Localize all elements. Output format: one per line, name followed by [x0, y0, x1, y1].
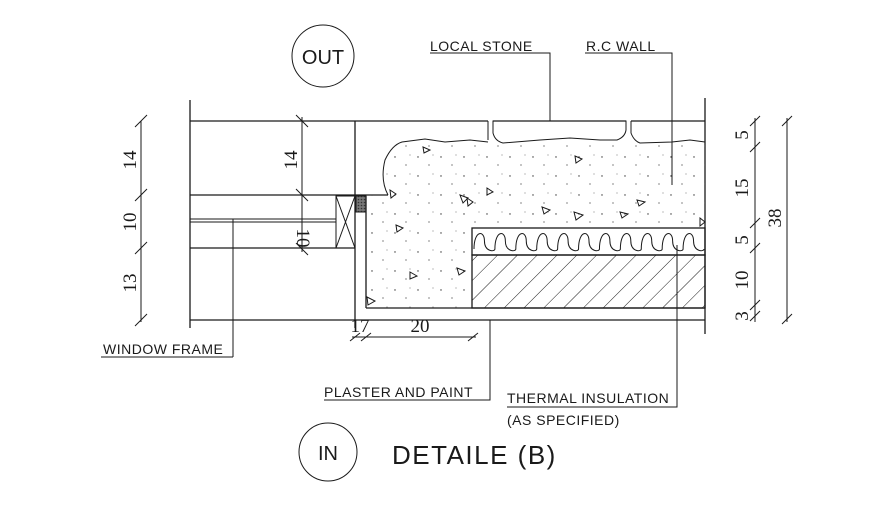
in-tag-circle: [298, 422, 358, 482]
dim-right-5b: 5: [732, 235, 753, 245]
dim-right-10: 10: [732, 271, 753, 290]
dim-bottom-17: 17: [351, 316, 370, 337]
rc-slab-hatch: [471, 254, 706, 309]
as-specified-label: (AS SPECIFIED): [507, 412, 620, 428]
window-frame-label: WINDOW FRAME: [103, 341, 223, 357]
sealant: [355, 195, 367, 213]
window-frame-callout: WINDOW FRAME: [101, 341, 233, 358]
in-tag-text: IN: [318, 443, 338, 465]
in-tag: IN: [298, 422, 358, 482]
thermal-insulation: [471, 227, 706, 256]
dim-right-15: 15: [732, 179, 753, 198]
dim-left-10: 10: [120, 213, 141, 232]
out-tag-circle: [291, 24, 355, 88]
drawing-title: DETAILE (B): [392, 440, 557, 470]
local-stone-callout: LOCAL STONE: [430, 38, 551, 121]
dim-right-38: 38: [765, 209, 786, 228]
aggregate: [366, 146, 706, 306]
right-total-dimension: 38: [765, 115, 793, 325]
bottom-dimension: 17 20: [349, 316, 479, 342]
dim-bottom-20: 20: [411, 316, 430, 337]
local-stone-label: LOCAL STONE: [430, 38, 533, 54]
dim-inner-10: 10: [292, 229, 313, 248]
dim-right-5a: 5: [732, 130, 753, 140]
insulation-callout: THERMAL INSULATION (AS SPECIFIED): [507, 245, 678, 428]
rc-wall-callout: R.C WALL: [585, 38, 673, 185]
plaster-label: PLASTER AND PAINT: [324, 384, 473, 400]
dim-right-3: 3: [732, 311, 753, 321]
local-stone-leader: [430, 52, 551, 121]
dim-left-13: 13: [120, 274, 141, 293]
insulation-label: THERMAL INSULATION: [507, 390, 669, 406]
insulation-wave: [473, 233, 705, 252]
left-outer-dimension: 14 10 13: [120, 114, 148, 327]
dim-left-14: 14: [120, 150, 141, 170]
section-outline: [189, 98, 706, 357]
left-inner-dimension: 14 10: [281, 114, 313, 256]
right-dimension-chain: 5 15 5 10 3: [732, 115, 761, 322]
dim-inner-14: 14: [281, 150, 302, 170]
out-tag: OUT: [291, 24, 355, 88]
stone-piece: [492, 120, 627, 144]
rc-wall-label: R.C WALL: [586, 38, 656, 54]
concrete-fill: [366, 140, 705, 308]
out-tag-text: OUT: [302, 47, 344, 69]
plaster-callout: PLASTER AND PAINT: [324, 320, 491, 401]
rc-wall-leader: [585, 52, 673, 185]
